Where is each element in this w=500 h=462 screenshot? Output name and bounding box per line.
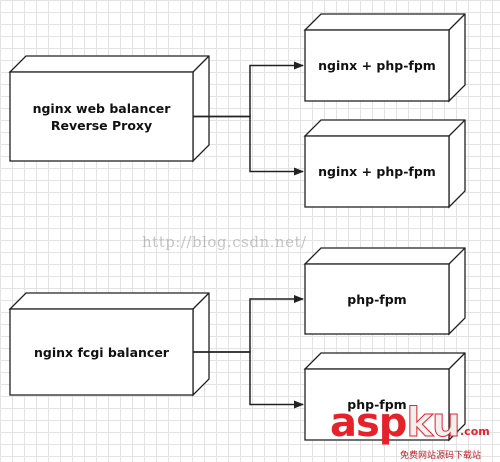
watermark-url: http://blog.csdn.net/ (142, 233, 307, 251)
node-nginx-balancer (8, 55, 210, 163)
node-php-fpm-1 (303, 247, 466, 336)
site-logo: aspku .com 免费网站源码下载站 (330, 400, 500, 462)
edge-fcgi-balancer-to-php-fpm-2 (193, 351, 304, 409)
node-php-fpm-2 (303, 352, 466, 442)
node-fcgi-balancer (8, 292, 210, 397)
node-nginx-php-2 (303, 119, 466, 209)
logo-main-a: asp (330, 400, 407, 446)
logo-subtitle: 免费网站源码下载站 (400, 451, 482, 461)
logo-main-b: ku (406, 400, 461, 447)
logo-tld: .com (460, 425, 490, 438)
edge-nginx-balancer-to-nginx-php-2 (193, 115, 304, 176)
node-nginx-php-1 (303, 13, 466, 103)
